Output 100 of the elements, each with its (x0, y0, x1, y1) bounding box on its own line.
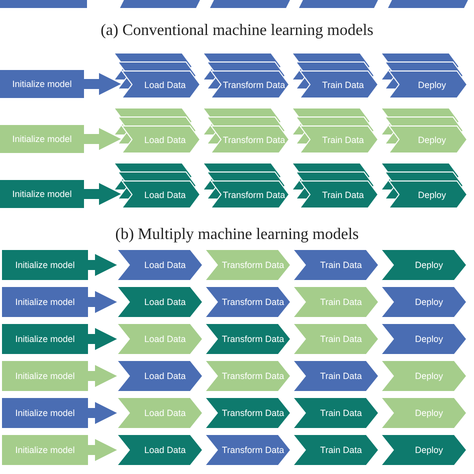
process-box (2, 361, 88, 391)
process-step-shape (294, 361, 378, 391)
process-step-shape (118, 287, 202, 317)
step-label: Deploy (415, 260, 443, 270)
stacked-process-shape (203, 53, 289, 98)
stacked-process-shape (203, 163, 289, 208)
process-step-shape (118, 324, 202, 354)
process-box (2, 435, 88, 465)
step-label: Deploy (415, 408, 443, 418)
stacked-process-shape (203, 108, 289, 153)
step-label: Load Data (144, 260, 186, 270)
process-box (0, 125, 84, 153)
process-step-shape (206, 398, 290, 428)
step-label: Initialize model (15, 260, 75, 270)
step-label: Load Data (144, 408, 186, 418)
process-step-shape (206, 287, 290, 317)
step-label: Deploy (415, 297, 443, 307)
arrow (84, 128, 121, 150)
stacked-process-shape (114, 53, 200, 98)
caption: (a) Conventional machine learning models (100, 22, 374, 40)
step-label: Initialize model (12, 134, 72, 144)
process-step-shape (206, 361, 290, 391)
process-step-shape (294, 324, 378, 354)
step-label: Transform Data (222, 80, 286, 90)
step-label: Initialize model (15, 297, 75, 307)
process-step-shape (118, 250, 202, 280)
stacked-process-shape (292, 163, 378, 208)
process-step-shape (294, 250, 378, 280)
step-label: Train Data (320, 260, 362, 270)
stacked-process-shape (381, 163, 467, 208)
process-step-shape (118, 398, 202, 428)
arrow (88, 328, 117, 350)
step-label: Deploy (418, 190, 446, 200)
step-label: Deploy (418, 134, 446, 144)
process-step-shape (294, 398, 378, 428)
arrow (88, 365, 117, 387)
step-label: Transform Data (222, 408, 284, 418)
step-label: Train Data (322, 134, 364, 144)
arrow (88, 291, 117, 313)
process-step-shape (382, 324, 466, 354)
step-label: Deploy (415, 445, 443, 455)
process-step-shape (294, 435, 378, 465)
step-label: Load Data (144, 80, 186, 90)
step-label: Initialize model (15, 408, 75, 418)
process-step-shape (382, 361, 466, 391)
arrow (84, 183, 121, 205)
step-label: Load Data (144, 190, 186, 200)
step-label: Train Data (320, 371, 362, 381)
step-label: Train Data (320, 334, 362, 344)
step-label: Load Data (144, 334, 186, 344)
process-box (0, 70, 84, 98)
step-label: Transform Data (222, 445, 284, 455)
process-step-shape (118, 435, 202, 465)
process-step-shape (382, 250, 466, 280)
step-label: Transform Data (222, 334, 284, 344)
process-step-shape (382, 435, 466, 465)
step-label: Initialize model (15, 334, 75, 344)
step-label: Transform Data (222, 297, 284, 307)
stacked-process-shape (292, 53, 378, 98)
process-step-shape (382, 287, 466, 317)
step-label: Transform Data (222, 260, 284, 270)
step-label: Load Data (144, 371, 186, 381)
process-box (0, 180, 84, 208)
step-label: Train Data (320, 297, 362, 307)
arrow (88, 439, 117, 461)
arrow (84, 73, 121, 95)
process-step-shape (294, 287, 378, 317)
step-label: Train Data (322, 190, 364, 200)
stacked-process-shape (381, 108, 467, 153)
step-label: Initialize model (15, 371, 75, 381)
step-label: Initialize model (12, 79, 72, 89)
process-step-shape (206, 250, 290, 280)
step-label: Deploy (415, 334, 443, 344)
arrow (88, 254, 117, 276)
process-step-shape (206, 435, 290, 465)
step-label: Train Data (320, 445, 362, 455)
process-step-shape (118, 361, 202, 391)
process-step-shape (206, 324, 290, 354)
process-box (2, 324, 88, 354)
step-label: Train Data (322, 80, 364, 90)
caption: (b) Multiply machine learning models (115, 226, 359, 244)
step-label: Load Data (144, 445, 186, 455)
process-box (2, 398, 88, 428)
step-label: Initialize model (15, 445, 75, 455)
step-label: Transform Data (222, 190, 286, 200)
step-label: Transform Data (222, 371, 284, 381)
step-label: Initialize model (12, 189, 72, 199)
step-label: Load Data (144, 134, 186, 144)
arrow (88, 402, 117, 424)
step-label: Deploy (415, 371, 443, 381)
step-label: Train Data (320, 408, 362, 418)
process-box (2, 250, 88, 280)
stacked-process-shape (292, 108, 378, 153)
process-step-shape (382, 398, 466, 428)
step-label: Load Data (144, 297, 186, 307)
stacked-process-shape (381, 53, 467, 98)
step-label: Transform Data (222, 134, 286, 144)
stacked-process-shape (114, 108, 200, 153)
step-label: Deploy (418, 80, 446, 90)
process-box (2, 287, 88, 317)
